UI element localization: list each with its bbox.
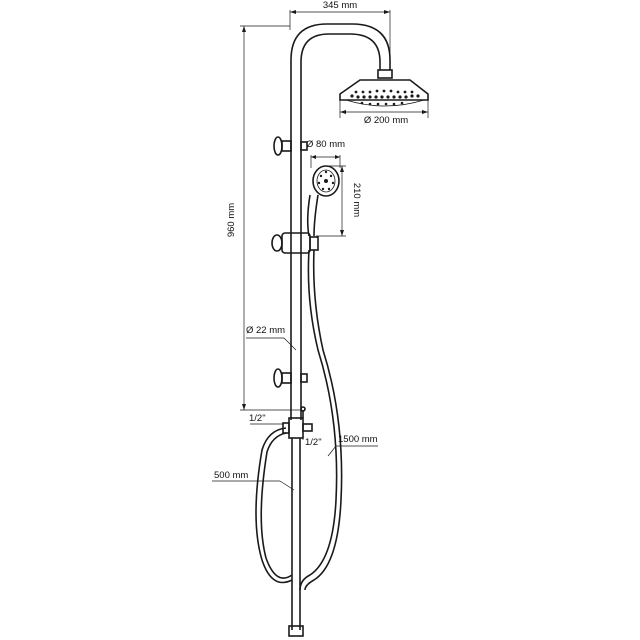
total-height-label: 960 mm <box>226 203 237 237</box>
dim-hand-diameter: Ø 80 mm <box>306 139 345 168</box>
upper-wall-bracket <box>273 136 308 156</box>
shower-hose-1500 <box>299 249 343 591</box>
head-diameter-label: Ø 200 mm <box>364 115 408 126</box>
lower-pipe-500 <box>288 438 304 637</box>
thread-left-label: 1/2" <box>249 413 266 424</box>
dim-pipe-diameter: Ø 22 mm <box>246 325 297 351</box>
dim-hand-length: 210 mm <box>316 165 362 237</box>
hand-diameter-label: Ø 80 mm <box>306 139 345 150</box>
hand-spray-nozzles <box>317 170 335 191</box>
hose-short-label: 500 mm <box>214 470 248 481</box>
hand-length-label: 210 mm <box>351 183 362 217</box>
hand-shower <box>306 165 340 237</box>
spray-nozzles <box>350 89 420 106</box>
diverter-valve <box>282 406 313 439</box>
dim-total-height: 960 mm <box>226 25 302 411</box>
riser-pipe <box>290 23 391 420</box>
dim-thread-left: 1/2" <box>249 413 284 425</box>
dim-arm-length: 345 mm <box>289 0 391 60</box>
overhead-shower-head <box>339 69 429 107</box>
arm-length-label: 345 mm <box>323 0 357 11</box>
dim-hose-short: 500 mm <box>212 470 295 491</box>
lower-wall-bracket <box>273 368 308 388</box>
dim-head-diameter: Ø 200 mm <box>339 100 429 126</box>
hose-loop <box>255 427 293 584</box>
dim-thread-right: 1/2" <box>302 432 322 448</box>
dim-hose-long: 1500 mm <box>327 434 378 457</box>
hose-long-label: 1500 mm <box>338 434 378 445</box>
pipe-diameter-label: Ø 22 mm <box>246 325 285 336</box>
sliding-holder <box>271 232 319 254</box>
thread-right-label: 1/2" <box>305 437 322 448</box>
